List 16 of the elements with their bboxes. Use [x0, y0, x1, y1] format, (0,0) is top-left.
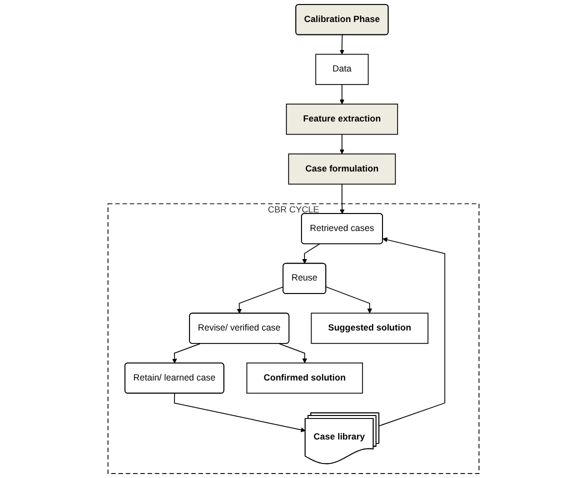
- node-box: Feature extraction: [286, 104, 398, 135]
- node-box: Suggested solution: [310, 312, 428, 344]
- arrow: [326, 286, 372, 314]
- arrow: [340, 84, 344, 104]
- arrow: [340, 184, 345, 214]
- arrow: [236, 286, 284, 314]
- arrow: [174, 393, 306, 432]
- arrow: [172, 343, 201, 364]
- arrow: [378, 237, 446, 426]
- arrow: [340, 34, 344, 55]
- node-box: Data: [315, 54, 369, 85]
- node-box: Case formulation: [288, 154, 396, 185]
- node-box: Confirmed solution: [246, 362, 363, 394]
- arrow: [302, 244, 320, 264]
- arrow: [340, 134, 344, 154]
- arrow: [278, 343, 308, 364]
